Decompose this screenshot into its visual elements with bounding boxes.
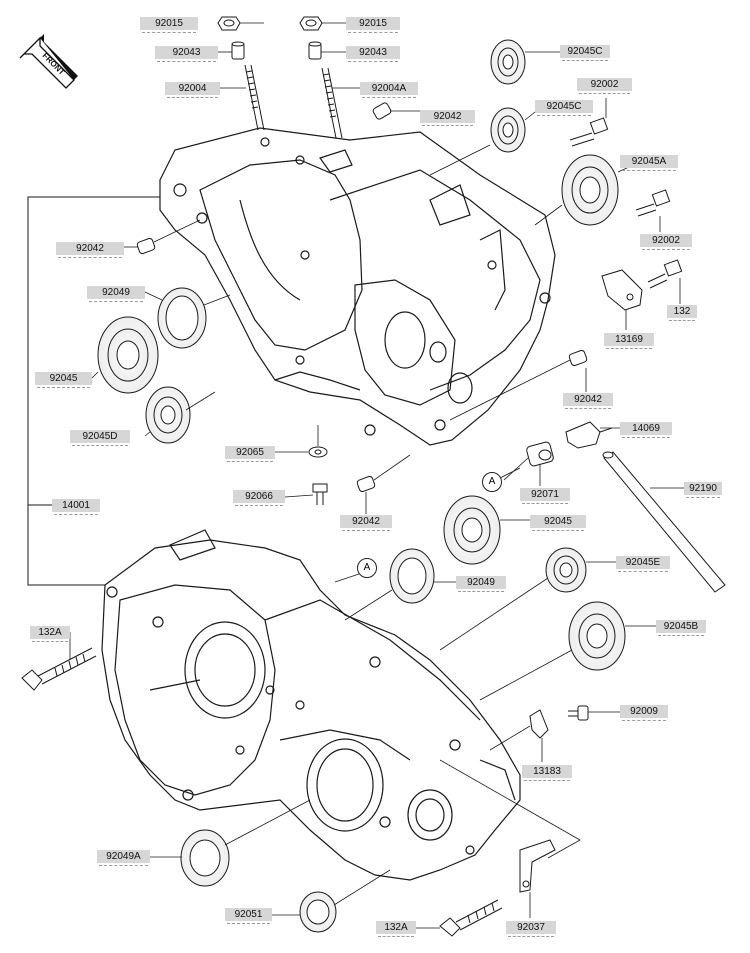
label-92045C-top[interactable]: 92045C <box>560 45 610 61</box>
fitting-14069 <box>565 421 613 449</box>
lower-crankcase-half <box>101 529 521 881</box>
bolt-132A-bottom <box>439 899 503 937</box>
bracket-92037 <box>519 839 556 893</box>
label-92042-right[interactable]: 92042 <box>563 393 613 409</box>
label-14001[interactable]: 14001 <box>52 499 100 515</box>
callout-a-upper: A <box>482 472 502 492</box>
plate-13169 <box>601 269 643 311</box>
label-92004A[interactable]: 92004A <box>360 82 418 98</box>
dowel-92042-top <box>372 102 392 120</box>
bolt-132A-left <box>21 647 97 691</box>
bolt-92002-mid <box>635 189 671 217</box>
part-92071 <box>526 441 554 467</box>
label-92045-lower[interactable]: 92045 <box>530 515 586 531</box>
label-92066[interactable]: 92066 <box>233 490 285 506</box>
bearing-92045-lower <box>443 495 501 565</box>
bolt-132-right <box>647 259 683 289</box>
label-92045E[interactable]: 92045E <box>616 556 670 572</box>
label-132-right[interactable]: 132 <box>667 305 697 321</box>
label-132A-bottom[interactable]: 132A <box>376 921 416 937</box>
bolt-92066 <box>312 483 328 505</box>
label-92065[interactable]: 92065 <box>225 446 275 462</box>
bolt-92009 <box>568 705 589 721</box>
callout-a-lower: A <box>357 558 377 578</box>
label-92037[interactable]: 92037 <box>506 921 556 937</box>
bearing-92045C-top <box>490 39 526 85</box>
bearing-92045C-mid <box>490 107 526 153</box>
seal-92049A <box>180 829 230 887</box>
seal-92051 <box>299 891 337 933</box>
seal-92049-upper <box>157 287 207 349</box>
bearing-92045-left <box>97 316 159 394</box>
bearing-92045A <box>561 154 619 226</box>
part-92015-right <box>299 16 323 31</box>
bearing-92045E <box>545 547 587 593</box>
label-92049-lower[interactable]: 92049 <box>456 576 506 592</box>
part-92043-left <box>231 41 245 60</box>
label-13183[interactable]: 13183 <box>522 765 572 781</box>
bracket-13183 <box>529 709 549 739</box>
bearing-92045B <box>568 601 626 671</box>
label-92043-left[interactable]: 92043 <box>155 46 218 62</box>
crankcase-bracket-line <box>27 196 160 586</box>
label-92045B[interactable]: 92045B <box>656 620 706 636</box>
label-92042-left[interactable]: 92042 <box>56 242 124 258</box>
dowel-92042-lower <box>356 475 376 493</box>
label-92004[interactable]: 92004 <box>165 82 220 98</box>
label-92042-top[interactable]: 92042 <box>420 110 475 126</box>
label-92049-upper[interactable]: 92049 <box>87 286 145 302</box>
label-92042-lower[interactable]: 92042 <box>340 515 392 531</box>
label-92015-right[interactable]: 92015 <box>346 17 400 33</box>
label-92043-right[interactable]: 92043 <box>346 46 400 62</box>
label-92051[interactable]: 92051 <box>225 908 272 924</box>
dowel-92042-left <box>136 237 156 255</box>
pipe-92190 <box>602 451 726 593</box>
stud-92004A <box>321 67 343 139</box>
bearing-92045D <box>145 386 191 444</box>
label-92190[interactable]: 92190 <box>684 482 722 498</box>
label-92015-left[interactable]: 92015 <box>140 17 198 33</box>
front-direction-icon: FRONT <box>19 34 78 89</box>
bolt-92002-top <box>569 117 609 147</box>
label-92071[interactable]: 92071 <box>520 488 570 504</box>
leader-lines <box>69 22 684 929</box>
part-92043-right <box>308 41 322 60</box>
label-92045-left[interactable]: 92045 <box>35 372 92 388</box>
label-92045A[interactable]: 92045A <box>620 155 678 171</box>
label-92002-top[interactable]: 92002 <box>577 78 632 94</box>
seal-92049-lower <box>389 548 435 604</box>
label-92009[interactable]: 92009 <box>620 705 668 721</box>
part-92015-left <box>217 16 241 31</box>
label-14069[interactable]: 14069 <box>620 422 672 438</box>
label-132A-left[interactable]: 132A <box>30 626 70 642</box>
label-92045C-mid[interactable]: 92045C <box>535 100 593 116</box>
label-92045D[interactable]: 92045D <box>70 430 130 446</box>
washer-92065 <box>308 446 328 458</box>
upper-crankcase-half <box>159 127 556 446</box>
label-92002-mid[interactable]: 92002 <box>640 234 692 250</box>
dowel-92042-right <box>568 349 588 367</box>
label-13169[interactable]: 13169 <box>604 333 654 349</box>
stud-92004 <box>244 64 265 131</box>
label-92049A[interactable]: 92049A <box>97 850 150 866</box>
